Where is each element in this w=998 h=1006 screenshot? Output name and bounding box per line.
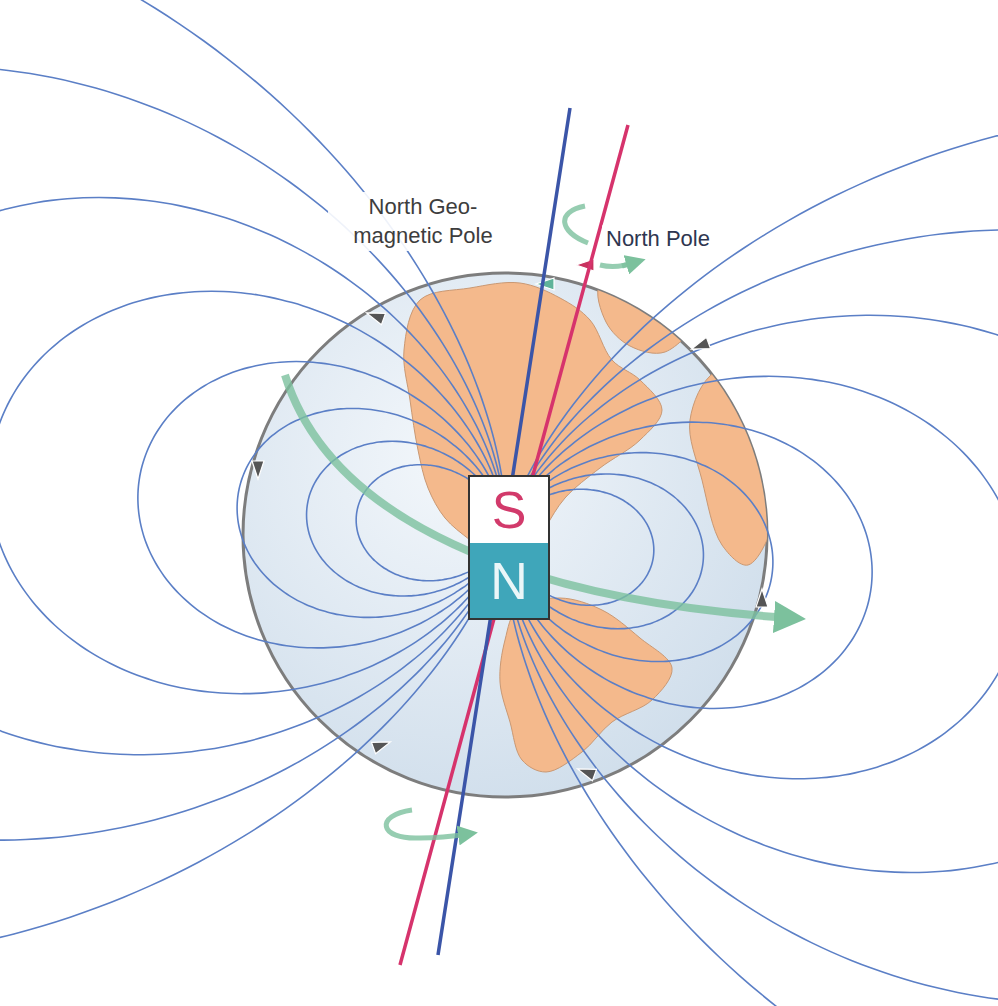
pole-label: North Geo- magnetic Pole xyxy=(328,192,518,251)
field-line xyxy=(0,0,506,962)
field-arrow xyxy=(575,763,596,780)
field-line xyxy=(0,66,505,840)
pole-label: North Pole xyxy=(602,224,714,255)
field-arrows xyxy=(252,259,768,781)
magnet-pole: S xyxy=(468,475,550,543)
pole-letter: N xyxy=(490,555,528,607)
field-line xyxy=(0,198,505,755)
field-arrow xyxy=(536,278,554,290)
field-arrow xyxy=(252,461,264,479)
field-line xyxy=(505,376,998,778)
field-line xyxy=(0,291,505,693)
field-arrow xyxy=(756,589,768,607)
pole-letter: S xyxy=(492,484,527,536)
continents xyxy=(404,281,787,772)
field-arrow xyxy=(364,307,385,324)
field-line xyxy=(505,315,998,872)
landmass xyxy=(598,281,695,354)
magnet-pole: N xyxy=(468,543,550,620)
globe xyxy=(243,273,767,797)
rotation-arrow xyxy=(622,262,636,266)
field-line xyxy=(504,108,998,1006)
field-arrow xyxy=(689,337,710,354)
landmass xyxy=(690,363,788,565)
rotation-arrow xyxy=(386,810,468,838)
field-arrow xyxy=(371,736,392,753)
